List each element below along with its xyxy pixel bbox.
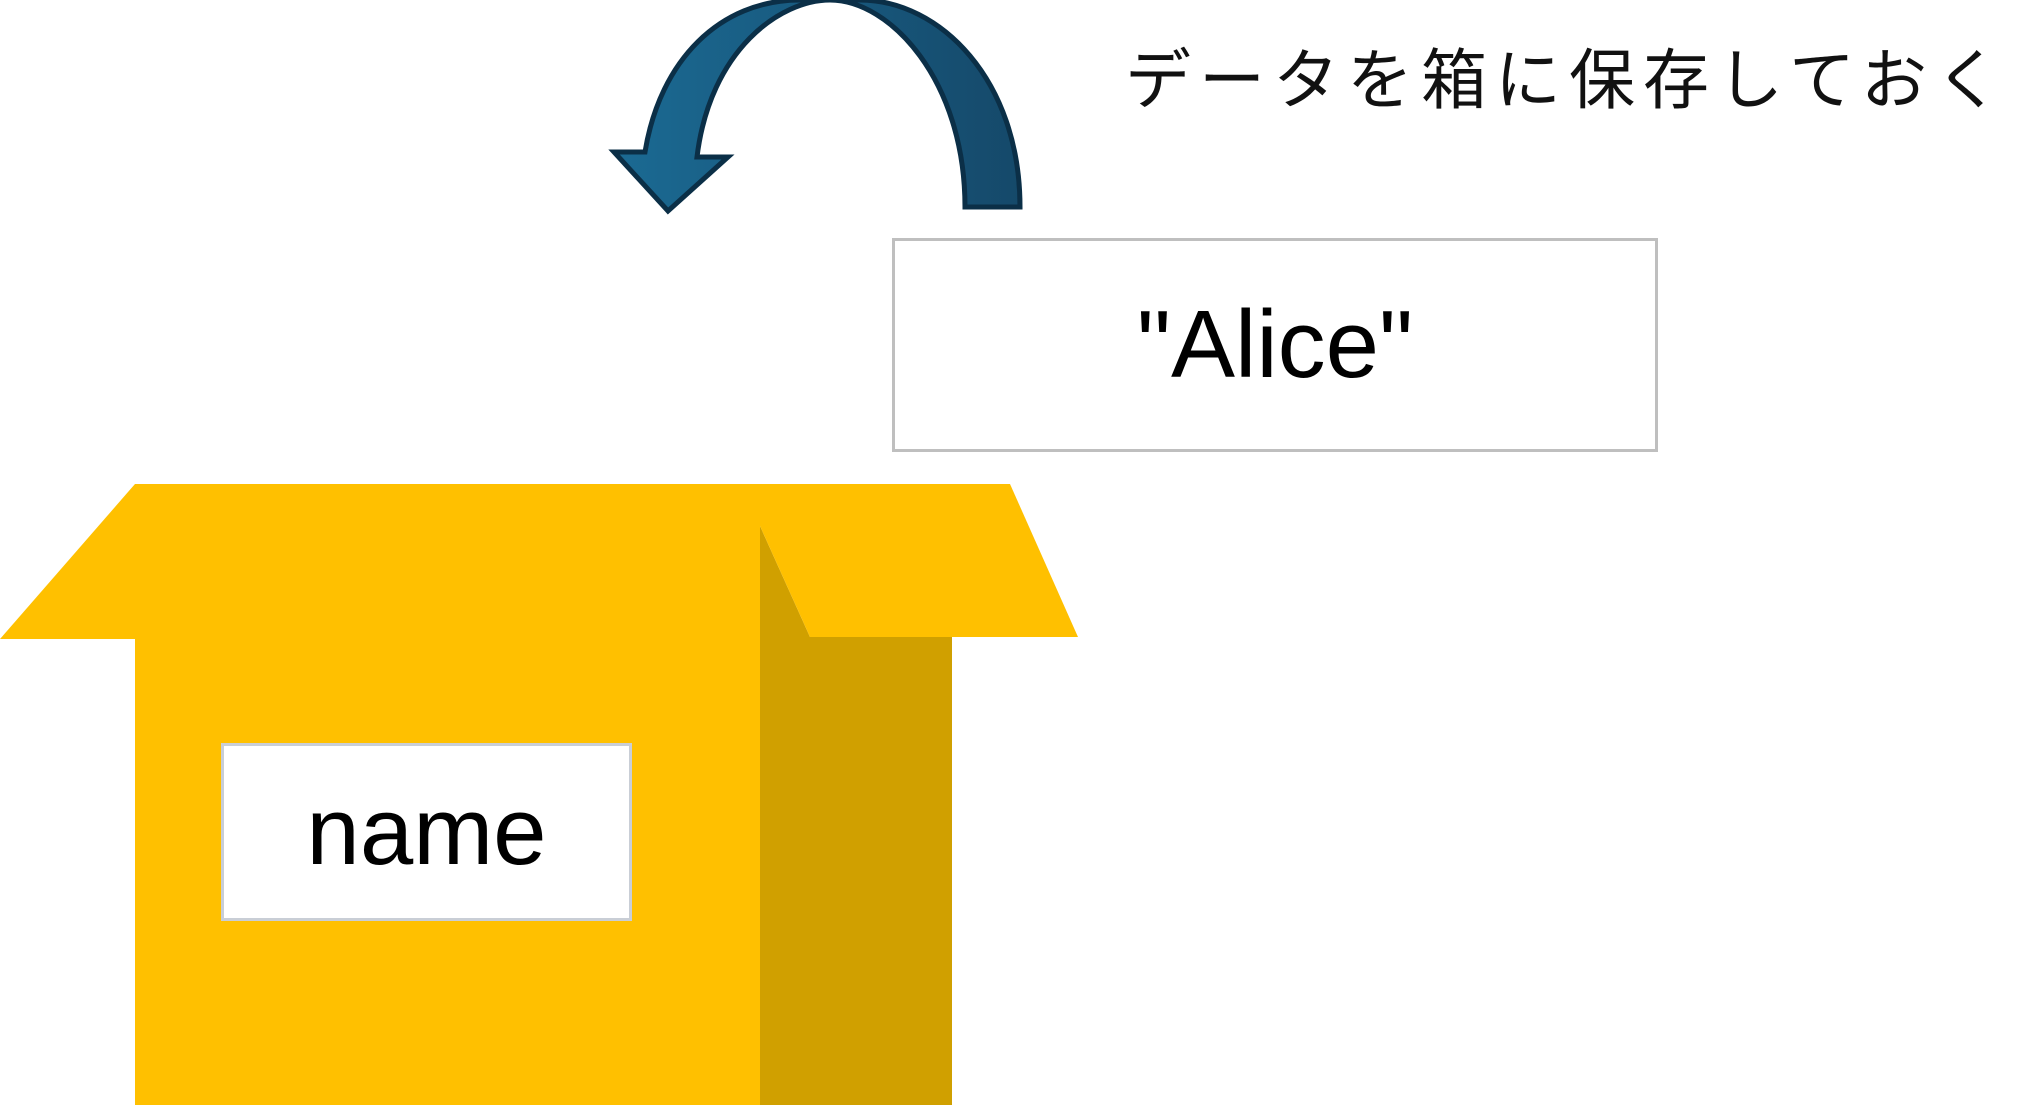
box-side-panel [760,484,952,1105]
value-card: "Alice" [892,238,1658,452]
diagram-caption: データを箱に保存しておく [1125,42,2010,119]
box-right-flap [760,484,1078,637]
box-left-flap [0,484,135,639]
box-label-text: name [306,778,547,885]
value-card-text: "Alice" [1136,291,1414,398]
box-label: name [221,743,632,921]
curved-arrow-icon [608,0,1023,215]
